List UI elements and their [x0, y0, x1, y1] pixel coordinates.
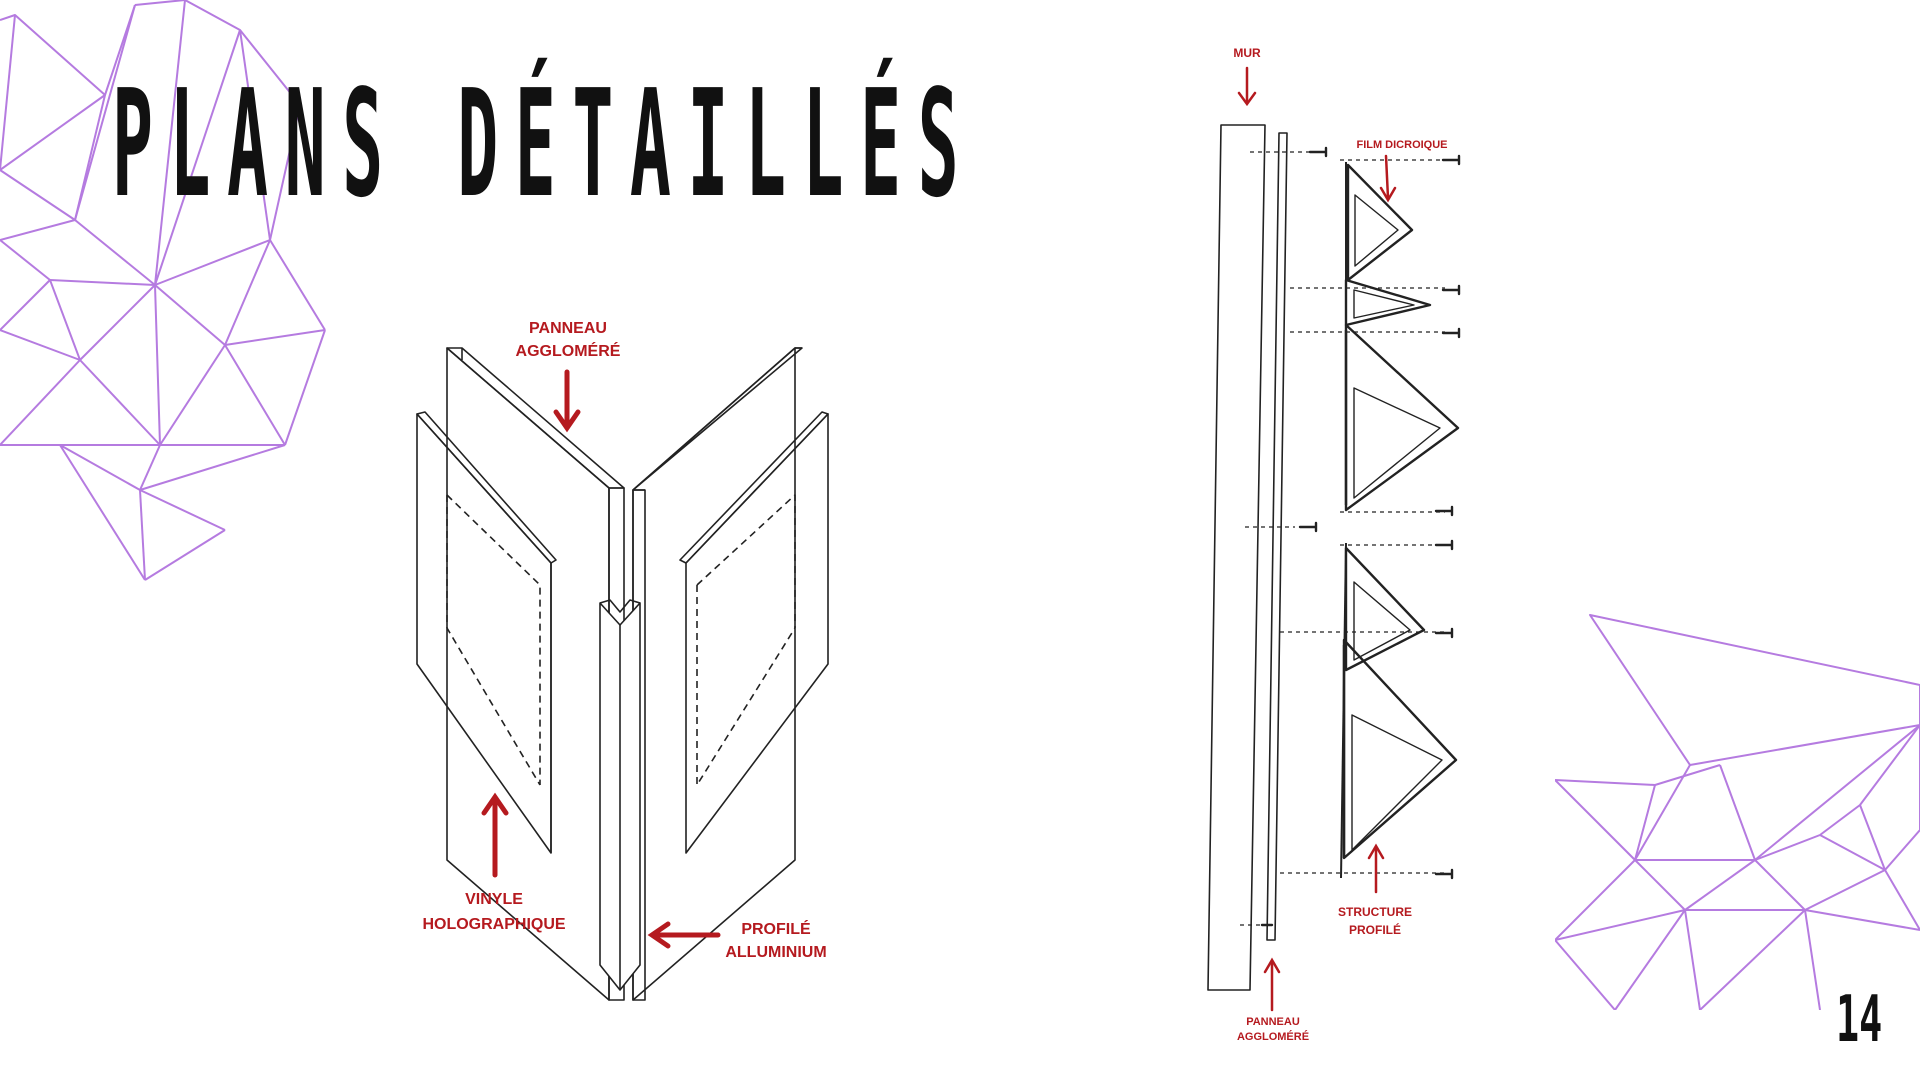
label-panneau-line2: AGGLOMÉRÉ — [516, 341, 621, 360]
label-panneau-right-line2: AGGLOMÉRÉ — [1237, 1030, 1309, 1043]
label-profile-line1: PROFILÉ — [741, 919, 811, 938]
right-section-diagram — [1207, 124, 1461, 991]
label-vinyle-line1: VINYLE — [465, 891, 523, 908]
chipboard-panel — [1266, 132, 1288, 941]
wall — [1207, 124, 1266, 991]
label-vinyle-line2: HOLOGRAPHIQUE — [422, 916, 565, 933]
label-profile-line2: ALLUMINIUM — [725, 944, 826, 961]
left-exploded-diagram — [416, 347, 829, 1001]
label-mur: MUR — [1233, 46, 1261, 60]
geometric-decoration-top-left — [0, 0, 326, 581]
page-number: 14 — [1836, 983, 1883, 1057]
prisms — [1342, 163, 1460, 860]
label-structure-line1: STRUCTURE — [1338, 905, 1412, 919]
film-arrow — [1384, 154, 1390, 200]
right-panel-front — [632, 347, 796, 1001]
label-film: FILM DICROIQUE — [1356, 139, 1447, 151]
page-title: PLANS DÉTAILLÉS — [112, 58, 976, 230]
label-structure-line2: PROFILÉ — [1349, 922, 1401, 937]
screws — [1260, 146, 1461, 927]
label-panneau-right-line1: PANNEAU — [1246, 1016, 1300, 1028]
geometric-decoration-bottom-right — [1555, 614, 1920, 1010]
label-panneau-line1: PANNEAU — [529, 320, 607, 337]
